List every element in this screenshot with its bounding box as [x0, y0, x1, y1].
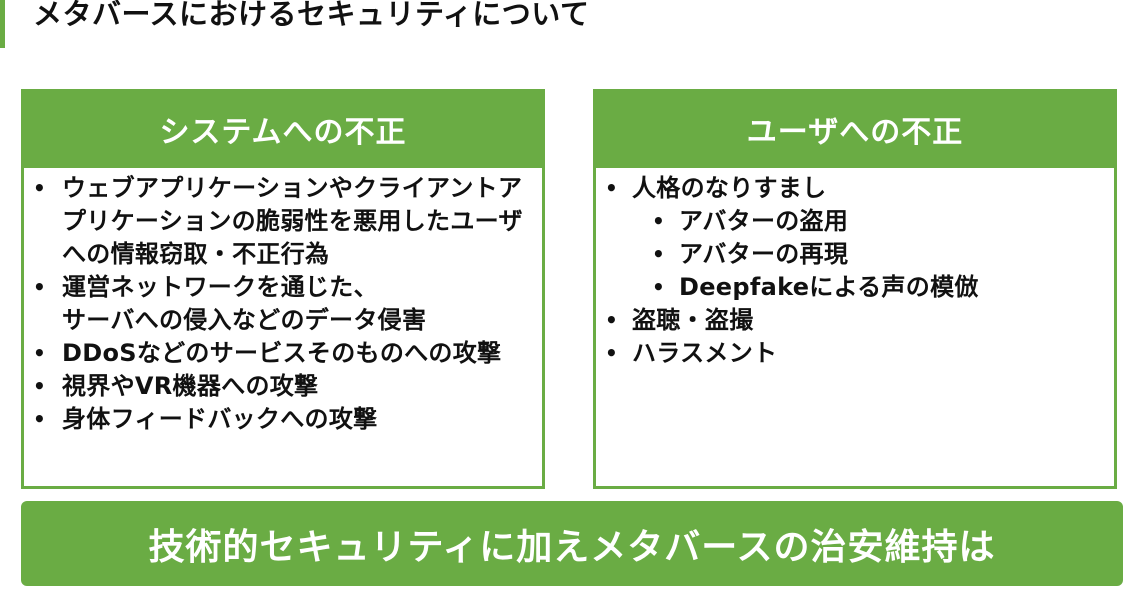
sub-list-item: • Deepfakeによる声の模倣	[596, 271, 1114, 304]
list-item-text: ウェブアプリケーションやクライアントアプリケーションの脆弱性を悪用したユーザへの…	[62, 174, 523, 268]
bullet-icon: •	[33, 176, 47, 200]
list-item: • DDoSなどのサービスそのものへの攻撃	[24, 337, 542, 370]
bullet-icon: •	[33, 275, 47, 299]
bullet-icon: •	[605, 176, 619, 200]
sub-list-item: • アバターの再現	[596, 238, 1114, 271]
user-threats-list: • 人格のなりすまし • アバターの盗用 • アバターの再現 • Deepfak…	[596, 168, 1114, 370]
list-item-text: 盗聴・盗撮	[632, 306, 754, 334]
list-item-text: 人格のなりすまし	[632, 174, 827, 202]
conclusion-banner-text: 技術的セキュリティに加えメタバースの治安維持は	[148, 526, 996, 568]
bullet-icon: •	[33, 374, 47, 398]
bullet-icon: •	[605, 341, 619, 365]
list-item: • ウェブアプリケーションやクライアントアプリケーションの脆弱性を悪用したユーザ…	[24, 172, 542, 271]
user-threats-header: ユーザへの不正	[593, 89, 1117, 168]
list-item-text: 身体フィードバックへの攻撃	[62, 405, 378, 433]
system-threats-panel: システムへの不正 • ウェブアプリケーションやクライアントアプリケーションの脆弱…	[21, 89, 545, 489]
list-item: • 人格のなりすまし	[596, 172, 1114, 205]
list-item: • 運営ネットワークを通じた、 サーバへの侵入などのデータ侵害	[24, 271, 542, 337]
bullet-icon: •	[652, 242, 666, 266]
list-item: • 視界やVR機器への攻撃	[24, 370, 542, 403]
system-threats-header: システムへの不正	[21, 89, 545, 168]
list-item-text: 視界やVR機器への攻撃	[62, 372, 319, 400]
list-item: • 盗聴・盗撮	[596, 304, 1114, 337]
bullet-icon: •	[33, 407, 47, 431]
list-item-text: 運営ネットワークを通じた、 サーバへの侵入などのデータ侵害	[62, 273, 427, 334]
list-item: • ハラスメント	[596, 337, 1114, 370]
list-item-text: Deepfakeによる声の模倣	[679, 273, 979, 301]
bullet-icon: •	[652, 209, 666, 233]
list-item-text: ハラスメント	[632, 339, 778, 367]
bullet-icon: •	[652, 275, 666, 299]
user-threats-panel: ユーザへの不正 • 人格のなりすまし • アバターの盗用 • アバターの再現 •…	[593, 89, 1117, 489]
list-item-text: DDoSなどのサービスそのものへの攻撃	[62, 339, 502, 367]
list-item-text: アバターの盗用	[679, 207, 849, 235]
title-accent-bar	[0, 0, 5, 48]
bullet-icon: •	[605, 308, 619, 332]
list-item: • 身体フィードバックへの攻撃	[24, 403, 542, 436]
bullet-icon: •	[33, 341, 47, 365]
conclusion-banner: 技術的セキュリティに加えメタバースの治安維持は	[21, 501, 1123, 586]
list-item-text: アバターの再現	[679, 240, 849, 268]
page-title: メタバースにおけるセキュリティについて	[33, 0, 590, 31]
sub-list-item: • アバターの盗用	[596, 205, 1114, 238]
system-threats-list: • ウェブアプリケーションやクライアントアプリケーションの脆弱性を悪用したユーザ…	[24, 168, 542, 436]
